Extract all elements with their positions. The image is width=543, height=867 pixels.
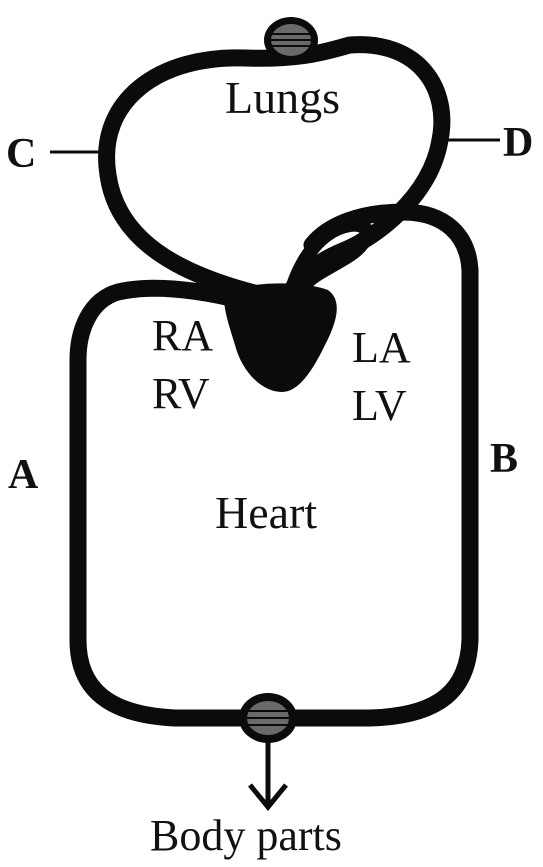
la-label: LA <box>352 323 411 372</box>
vessel-label-d: D <box>503 120 533 166</box>
heart-label: Heart <box>215 487 317 538</box>
arrow-down-icon <box>250 742 286 807</box>
heart-mass <box>224 283 337 392</box>
lungs-label: Lungs <box>225 72 340 123</box>
vessel-label-a: A <box>8 452 39 498</box>
lv-label: LV <box>352 381 407 430</box>
vessel-label-b: B <box>490 436 518 482</box>
ra-label: RA <box>152 311 213 360</box>
rv-label: RV <box>152 369 210 418</box>
lung-capillaries <box>264 17 318 63</box>
body-capillaries <box>239 693 297 743</box>
body-parts-label: Body parts <box>150 811 342 860</box>
vessel-label-c: C <box>6 131 36 177</box>
